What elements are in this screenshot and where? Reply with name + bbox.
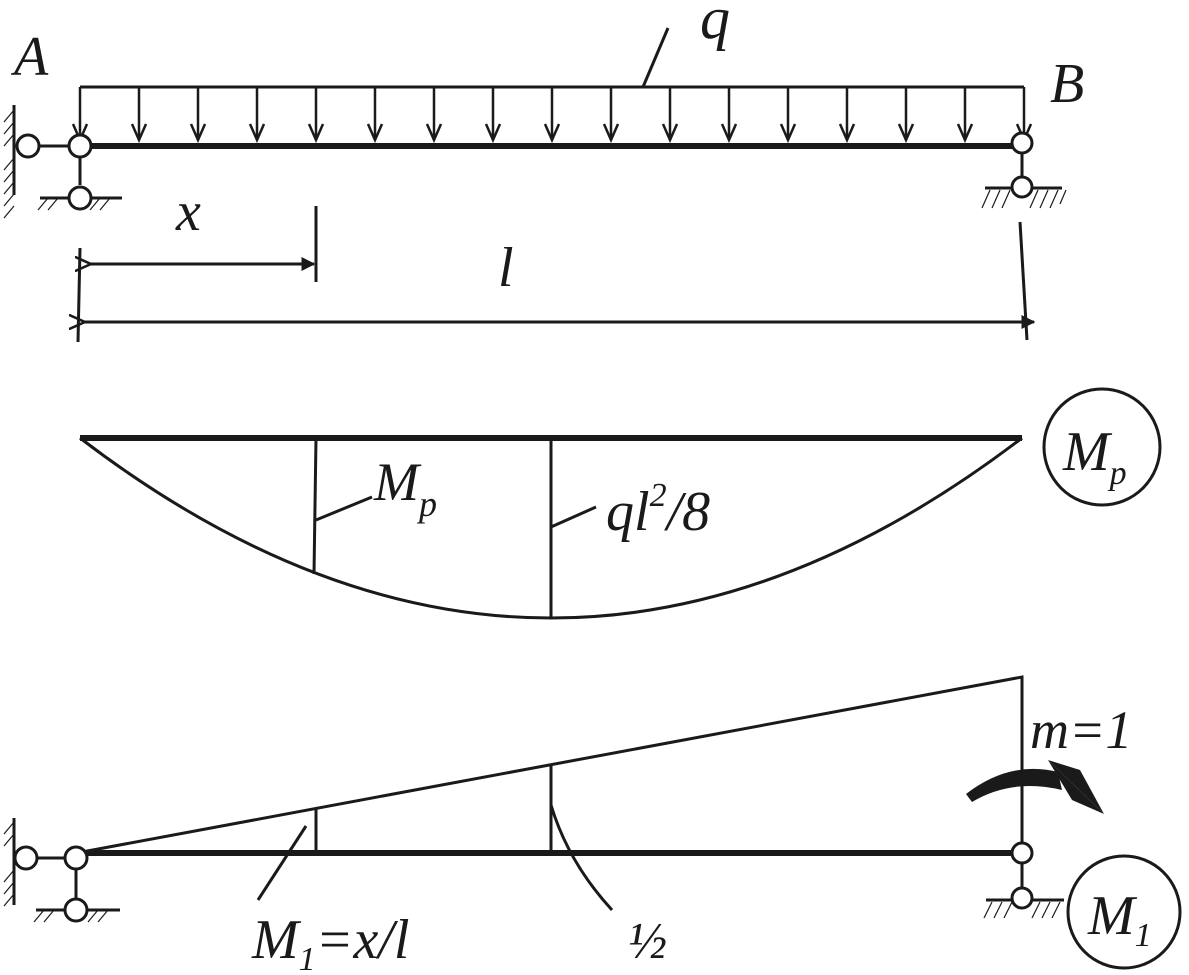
mp-section-ordinate	[312, 437, 318, 575]
x-dimension-label: x	[175, 181, 201, 243]
load-pointer-line	[641, 27, 670, 88]
m1-badge-circle	[1066, 854, 1182, 970]
mp-midspan-value-main: ql	[606, 481, 650, 543]
m1-badge-main: M	[1087, 885, 1138, 947]
load-arrow	[720, 87, 738, 144]
m1-badge: M1	[1087, 885, 1152, 954]
load-arrow	[661, 87, 679, 144]
unit-moment-arrow	[966, 760, 1104, 814]
mp-moment-diagram: Mp ql2/8 Mp	[79, 387, 1162, 620]
m1-moment-diagram: m=1 M1=x/l ½ M1	[3, 675, 1182, 975]
support-label-b: B	[1050, 53, 1084, 115]
mp-badge-circle	[1042, 387, 1162, 507]
mp-section-label-main: M	[373, 452, 422, 512]
load-arrows	[71, 87, 1033, 144]
mp-badge-sub: p	[1108, 455, 1127, 492]
load-arrow	[71, 87, 89, 144]
m1-midspan-value: ½	[628, 913, 667, 970]
m1-section-label-rest: =x/l	[316, 909, 410, 971]
load-arrow	[543, 87, 561, 144]
mp-midspan-value: ql2/8	[606, 477, 710, 543]
mp-midspan-value-sup: 2	[650, 477, 667, 514]
mp-midspan-value-rest: /8	[664, 481, 711, 543]
load-arrow	[425, 87, 443, 144]
load-arrow	[366, 87, 384, 144]
load-label: q	[700, 0, 730, 51]
load-arrow	[307, 87, 325, 144]
dimension-lines: x l	[78, 181, 1034, 343]
m1-left-support	[3, 818, 120, 923]
left-support-a	[3, 105, 122, 219]
load-arrow	[484, 87, 502, 144]
loaded-beam: q	[3, 0, 1084, 219]
mp-section-label: Mp	[373, 452, 437, 524]
mp-badge-main: M	[1062, 421, 1113, 483]
load-arrow	[956, 87, 974, 144]
load-arrow	[602, 87, 620, 144]
load-arrow	[130, 87, 148, 144]
span-dimension-label: l	[498, 237, 514, 299]
load-arrow	[779, 87, 797, 144]
load-arrow	[838, 87, 856, 144]
m1-triangle	[81, 675, 1024, 854]
mp-section-label-sub: p	[416, 484, 437, 524]
right-support-b	[981, 131, 1067, 209]
load-arrow	[897, 87, 915, 144]
m1-section-label-sub: 1	[299, 941, 316, 975]
m1-section-label-main: M	[251, 909, 302, 971]
m1-section-label: M1=x/l	[251, 909, 409, 975]
support-label-a: A	[10, 26, 49, 88]
mp-badge: Mp	[1062, 421, 1127, 492]
load-arrow	[248, 87, 266, 144]
unit-moment-label: m=1	[1030, 700, 1132, 760]
mp-parabola	[79, 436, 1023, 620]
m1-right-support	[983, 841, 1064, 919]
m1-badge-sub: 1	[1135, 917, 1152, 954]
load-arrow	[189, 87, 207, 144]
